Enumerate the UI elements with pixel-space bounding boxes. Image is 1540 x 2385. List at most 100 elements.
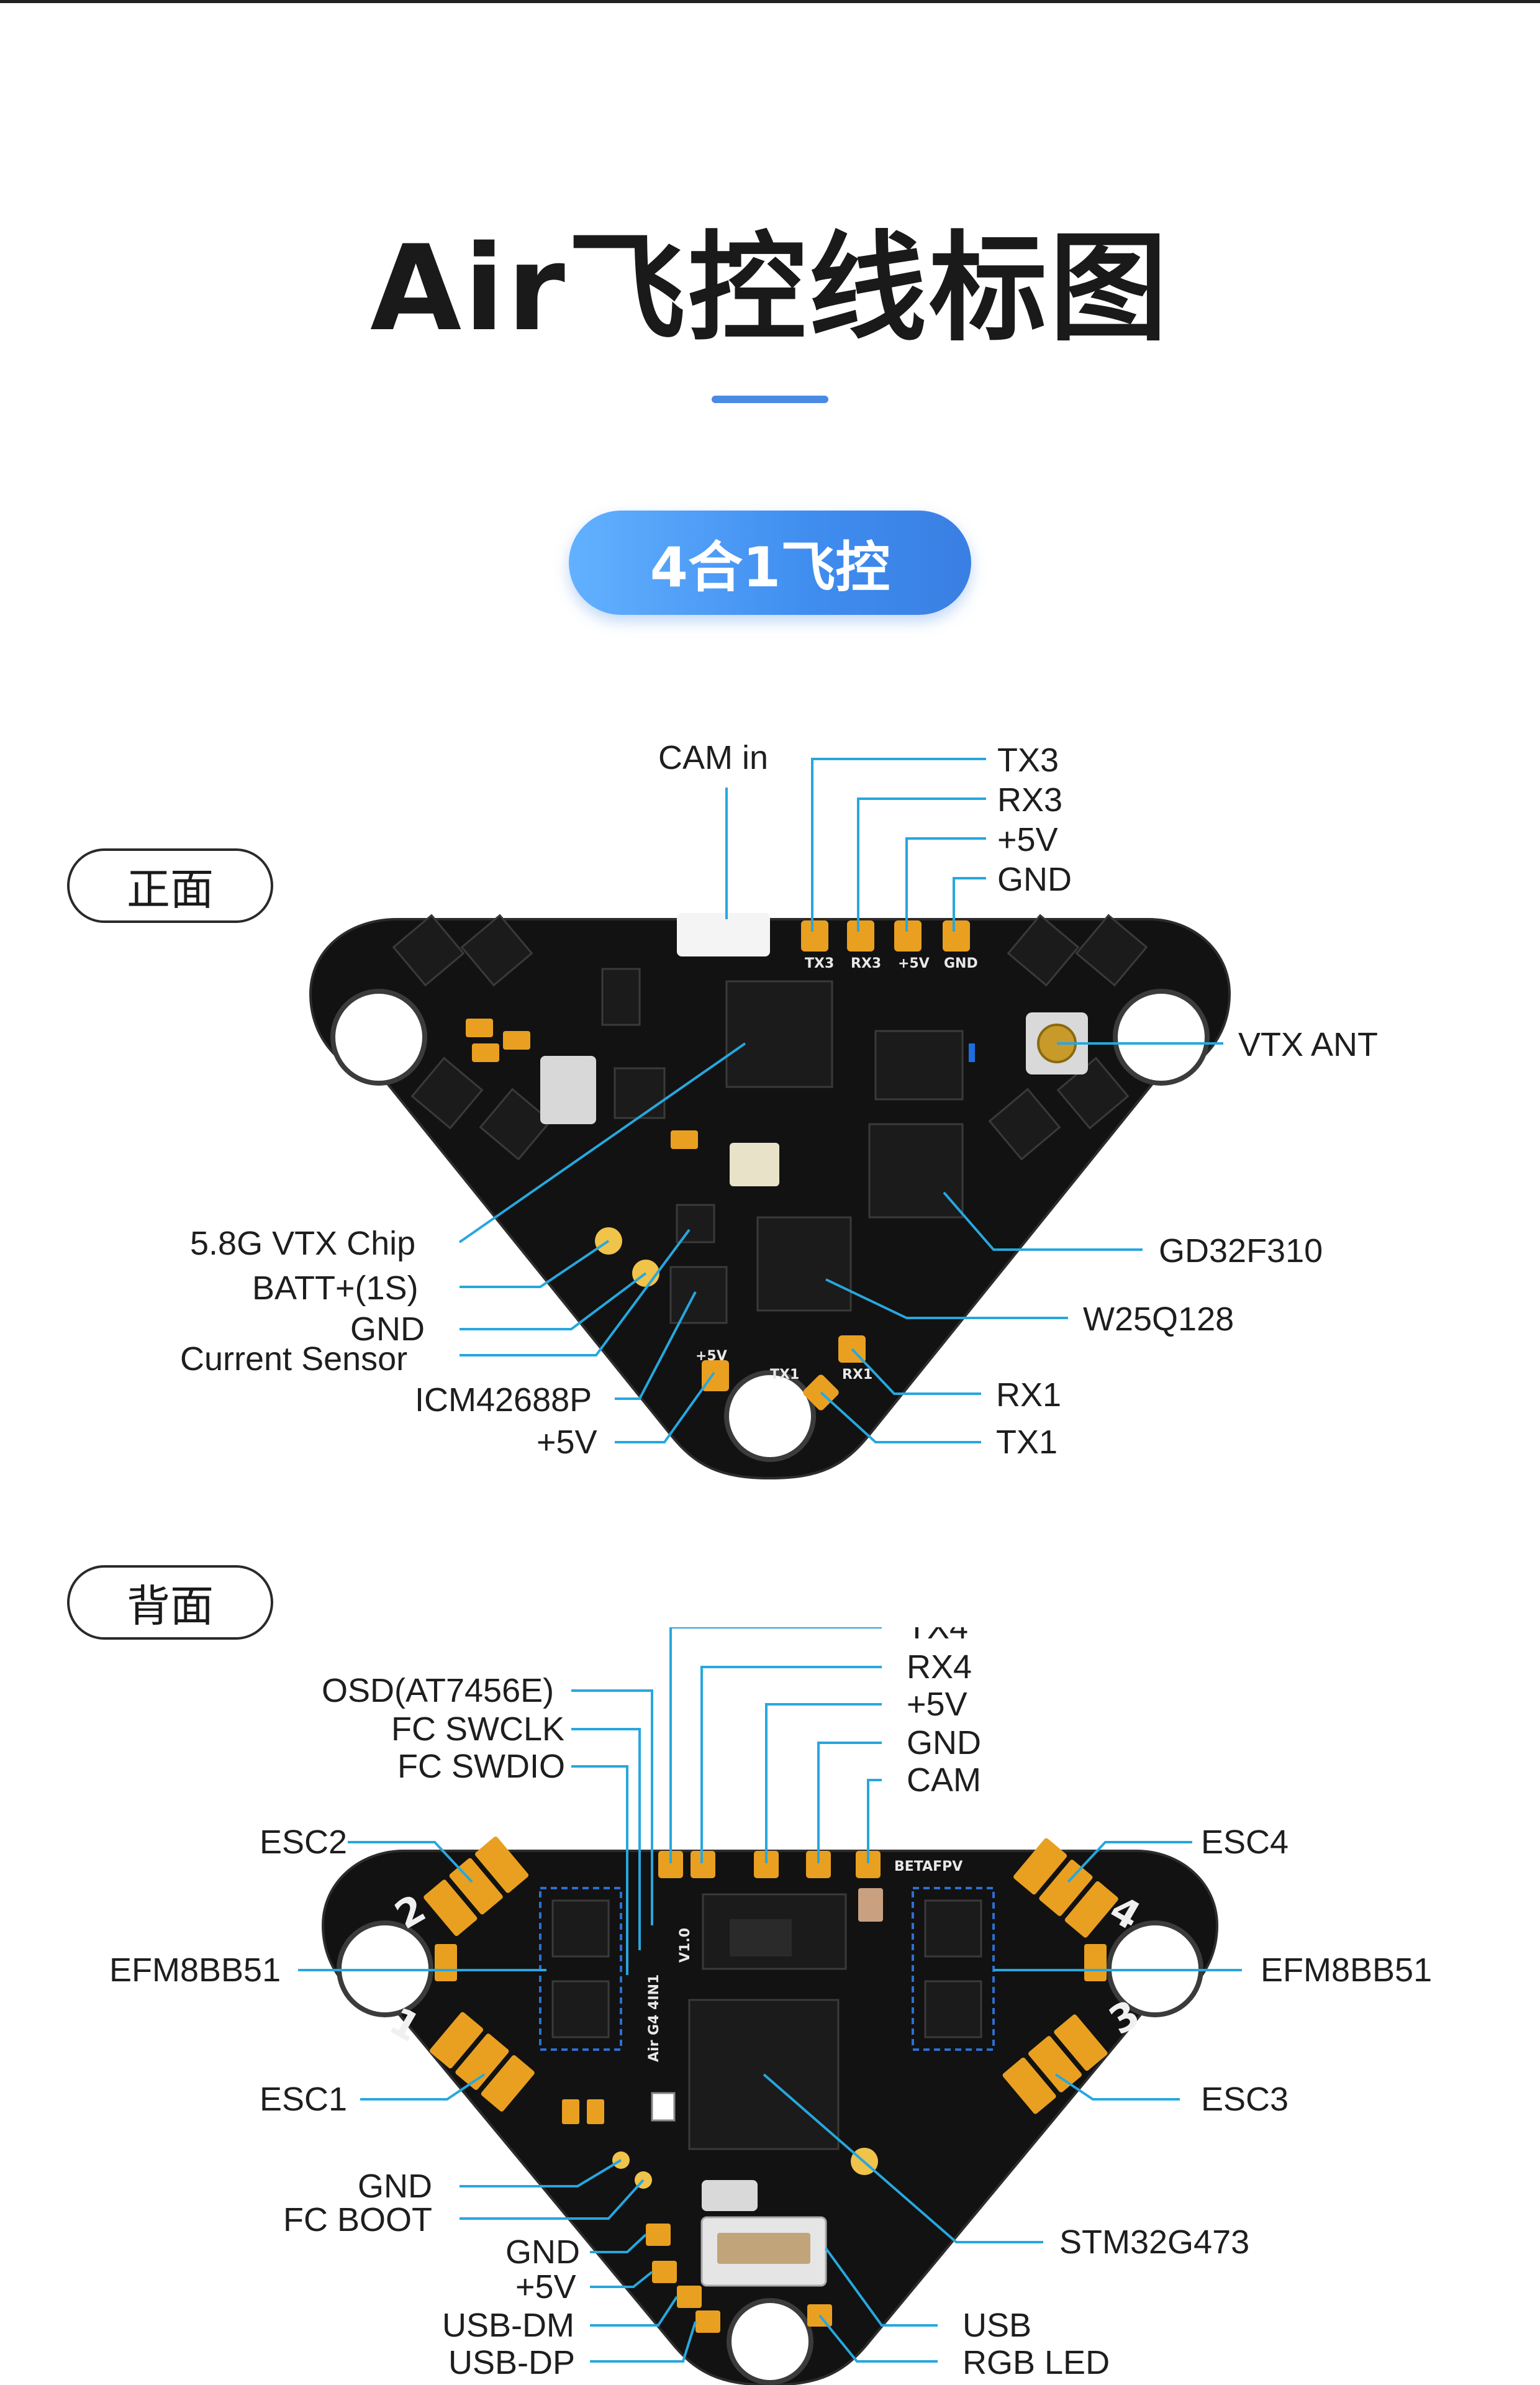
label-5v-bottom: +5V [537, 1424, 597, 1461]
label-esc3: ESC3 [1201, 2081, 1289, 2118]
pad-5v-usb [652, 2261, 677, 2283]
line-cam-back [867, 1779, 882, 1863]
line-esc2 [348, 1841, 473, 1883]
label-rx4: RX4 [907, 1648, 972, 1686]
osd-chip-die [730, 1919, 792, 1956]
pad-gnd-back [806, 1851, 831, 1878]
label-rx3: RX3 [997, 781, 1062, 819]
line-tx1 [820, 1391, 981, 1443]
line-rx3 [857, 797, 986, 932]
label-esc1: ESC1 [260, 2081, 347, 2118]
pad-usb-dp [695, 2310, 720, 2333]
line-usb-dm [590, 2296, 678, 2327]
pad-cam-back [856, 1851, 881, 1878]
line-vtx-chip [458, 1042, 746, 1243]
label-5v-back: +5V [907, 1686, 967, 1723]
stm32-chip [688, 1999, 840, 2150]
esc1-pads [430, 2012, 535, 2112]
cap-3 [503, 1031, 530, 1050]
line-usb-dp [590, 2321, 697, 2363]
crystal [730, 1143, 779, 1186]
label-vtx-chip: 5.8G VTX Chip [190, 1225, 415, 1262]
pad-tx4 [691, 1851, 715, 1878]
line-tx4 [669, 1627, 882, 1863]
icm-chip [669, 1266, 728, 1324]
front-mosfet-6 [1075, 914, 1148, 987]
efm-left-chip-1 [551, 1899, 610, 1958]
label-batt: BATT+(1S) [252, 1270, 419, 1307]
line-5v-top [905, 837, 986, 932]
line-w25q [825, 1278, 1068, 1319]
board-type-badge: 4合1飞控 [569, 511, 971, 615]
pad-5v-top [894, 920, 922, 952]
pad-5v-back [754, 1851, 779, 1878]
line-gnd-usb [590, 2233, 647, 2253]
line-usb [825, 2247, 938, 2327]
line-swclk [571, 1728, 641, 1950]
boot-cap-1 [562, 2099, 579, 2124]
esc3-pads [1002, 2014, 1108, 2114]
pad-usb-dm [677, 2286, 702, 2308]
pad-rx4 [658, 1851, 683, 1878]
label-esc4: ESC4 [1201, 1824, 1289, 1861]
label-osd: OSD(AT7456E) [322, 1672, 554, 1709]
cap-2 [472, 1043, 499, 1062]
line-stm32 [763, 2073, 1043, 2243]
front-board-svg: TX3 RX3 +5V GND RX1 TX1 +5V [180, 739, 1378, 1480]
label-swclk: FC SWCLK [391, 1710, 564, 1748]
label-gnd-boot: GND [358, 2168, 432, 2205]
line-5v-usb [590, 2271, 653, 2288]
label-current-sensor: Current Sensor [180, 1340, 407, 1378]
pad-rx3 [847, 920, 874, 952]
pad-gnd-top [943, 920, 970, 952]
silk-gnd: GND [944, 956, 978, 971]
cam-connector [677, 913, 770, 956]
label-usb: USB [962, 2307, 1031, 2344]
label-esc2: ESC2 [260, 1824, 347, 1861]
silk-brand: BETAFPV [894, 1859, 962, 1874]
front-mosfet-3 [410, 1056, 484, 1130]
line-esc3 [1054, 2073, 1180, 2101]
efm-right-chip-2 [924, 1980, 982, 2038]
efm-right-chip-1 [924, 1899, 982, 1958]
label-5v-usb: +5V [515, 2268, 576, 2306]
silk-tx1: TX1 [770, 1367, 799, 1383]
front-pa-chip [874, 1030, 964, 1101]
label-stm32: STM32G473 [1059, 2224, 1249, 2261]
line-gnd-top [953, 877, 986, 932]
label-gd32: GD32F310 [1159, 1232, 1323, 1270]
label-cam-back: CAM [907, 1761, 981, 1799]
silk-5v-bottom: +5V [695, 1348, 727, 1364]
pad-5v-bottom [702, 1360, 729, 1391]
label-tx3: TX3 [997, 742, 1059, 779]
left-small-pad [435, 1944, 457, 1981]
pad-tx3 [801, 920, 828, 952]
line-5v-back [765, 1703, 882, 1863]
line-rgb-led [818, 2314, 938, 2363]
top-rule [0, 0, 1540, 3]
page-title: Air飞控线标图 [370, 220, 1170, 357]
boot-cap-2 [587, 2099, 604, 2124]
label-usb-dm: USB-DM [442, 2307, 574, 2344]
gd32-chip [868, 1123, 964, 1219]
silk-rx1: RX1 [842, 1367, 872, 1383]
right-small-pad [1084, 1944, 1107, 1981]
label-gnd-top: GND [997, 861, 1072, 898]
front-mosfet-5 [1007, 914, 1080, 987]
line-rx1 [851, 1348, 981, 1395]
silk-5v: +5V [898, 956, 930, 971]
cap-1 [466, 1019, 493, 1037]
front-diagram: TX3 RX3 +5V GND RX1 TX1 +5V [0, 720, 1540, 1503]
pad-gnd-usb [646, 2224, 671, 2246]
silk-board-name: Air G4 4IN1 [646, 1974, 662, 2062]
line-current-sensor [460, 1229, 691, 1356]
boot-button [651, 2092, 676, 2122]
back-diagram: 2 1 4 3 BETAFPV Air G4 4IN1 V1.0 [0, 1627, 1540, 2385]
front-mosfet-4 [479, 1088, 552, 1161]
back-side-tag: 背面 [67, 1565, 273, 1640]
front-mount-hole-left [330, 989, 427, 1086]
efm-left-chip-2 [551, 1980, 610, 2038]
front-led [969, 1043, 975, 1062]
cap-4 [671, 1130, 698, 1149]
label-rx1: RX1 [996, 1376, 1061, 1414]
